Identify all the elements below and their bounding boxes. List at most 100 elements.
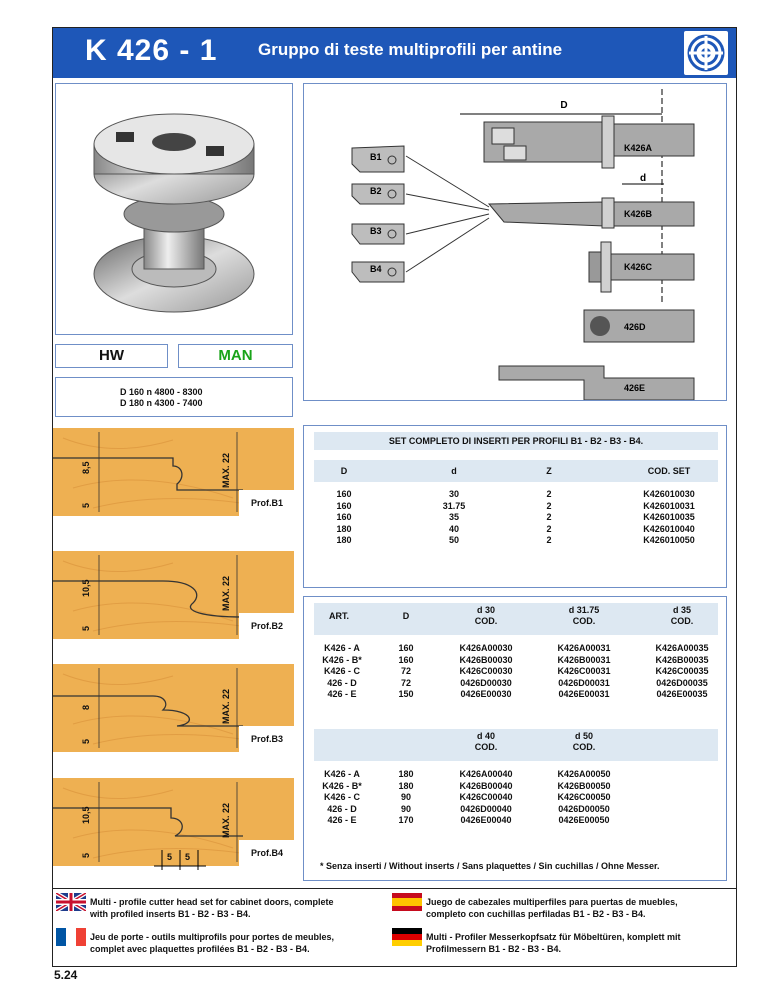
table-cell: 160	[398, 643, 414, 653]
table-cell: 90	[400, 803, 411, 814]
footnote: * Senza inserti / Without inserts / Sans…	[320, 861, 660, 871]
page-header: K 426 - 1 Gruppo di teste multiprofili p…	[53, 28, 736, 78]
table-cell: 426 - E	[327, 815, 357, 825]
table-cell: K426010050	[643, 535, 695, 545]
table-cell: 426 - D	[327, 803, 357, 814]
table-cell: K426A00031	[557, 643, 611, 653]
table-cell: 30	[448, 489, 459, 499]
product-title: Gruppo di teste multiprofili per antine	[258, 40, 563, 59]
speed-info: D 160 n 4800 - 8300 D 180 n 4300 - 7400	[55, 377, 293, 417]
table-cell: 2	[546, 489, 552, 499]
table-cell: K426010030	[643, 489, 695, 499]
table-cell: K426 - A	[324, 769, 360, 779]
svg-text:B4: B4	[370, 264, 382, 274]
uk-flag-icon	[54, 891, 88, 913]
set-table: SET COMPLETO DI INSERTI PER PROFILI B1 -…	[303, 425, 727, 588]
table-cell: 0426D00031	[558, 677, 610, 688]
table-cell: K426010035	[643, 512, 695, 522]
table-cell: 2	[546, 512, 552, 522]
page-frame	[52, 27, 737, 967]
table-cell: 180	[398, 769, 414, 779]
dimension-d-label: D	[560, 100, 567, 111]
table-cell: 50	[448, 535, 459, 545]
table-cell: 0426E00030	[460, 689, 512, 699]
table-cell: K426C00040	[459, 792, 513, 802]
product-code: K 426 - 1	[85, 34, 218, 67]
svg-text:d: d	[640, 173, 646, 184]
profile-dim-large: 10,5	[81, 806, 91, 824]
table-cell: 426 - E	[327, 689, 357, 699]
footer-divider	[53, 888, 736, 889]
hw-tag: HW	[55, 344, 168, 368]
desc-en: Multi - profile cutter head set for cabi…	[90, 897, 334, 919]
table-cell: 160	[336, 500, 352, 511]
table-cell: 0426D00030	[460, 677, 512, 688]
profile-label: Prof.B4	[251, 848, 284, 858]
table-cell: 0426E00031	[558, 689, 610, 699]
profile-max: MAX. 22	[221, 802, 231, 838]
tool-diagram: D K426A d K426B K426C 426D 426E B1	[303, 83, 727, 401]
profile-dim-small: 5	[81, 852, 91, 858]
table-cell: K426B00050	[557, 780, 611, 791]
table-cell: K426B00031	[557, 654, 611, 665]
table-cell: K426C00035	[655, 666, 709, 676]
profile-dim-small: 5	[81, 625, 91, 631]
svg-text:426E: 426E	[624, 383, 645, 393]
set-table-header	[314, 460, 718, 482]
profile-max: MAX. 22	[221, 688, 231, 724]
table-cell: 72	[400, 666, 411, 676]
profile-max: MAX. 22	[221, 575, 231, 611]
table-cell: 160	[336, 512, 352, 522]
table-cell: 160	[398, 654, 414, 665]
bottom-dimension: 5 5	[154, 850, 206, 870]
table-cell: 0426E00050	[558, 815, 610, 825]
table-cell: K426010040	[643, 523, 695, 534]
table-cell: 150	[398, 689, 414, 699]
speed-line-1: D 160 n 4800 - 8300	[120, 387, 203, 397]
table-cell: K426A00050	[557, 769, 611, 779]
insert-b2: B2	[351, 183, 490, 211]
profile-dim-large: 8	[81, 704, 91, 710]
table-cell: 0426E00035	[656, 689, 708, 699]
table-cell: 72	[400, 677, 411, 688]
table-cell: 31.75	[442, 500, 466, 511]
table-cell: K426C00031	[557, 666, 611, 676]
speed-line-2: D 180 n 4300 - 7400	[120, 398, 203, 408]
table-cell: K426 - C	[323, 792, 360, 802]
table-cell: 180	[398, 780, 414, 791]
table-cell: 2	[546, 523, 552, 534]
table-cell: K426C00030	[459, 666, 513, 676]
svg-text:426D: 426D	[624, 322, 646, 332]
table-cell: 0426E00040	[460, 815, 512, 825]
profile-dim-small: 5	[81, 502, 91, 508]
product-photo	[55, 83, 293, 335]
table-cell: K426C00050	[557, 792, 611, 802]
table-cell: 40	[448, 523, 459, 534]
table-cell: K426 - B*	[322, 780, 362, 791]
svg-text:B3: B3	[370, 226, 382, 236]
germany-flag-icon	[392, 928, 422, 946]
insert-b4: B4	[351, 217, 490, 283]
table-cell: K426A00040	[459, 769, 513, 779]
profile-dim-large: 10,5	[81, 579, 91, 597]
profile-max: MAX. 22	[221, 452, 231, 488]
desc-de: Multi - Profiler Messerkopfsatz für Möbe…	[426, 932, 681, 954]
table-cell: K426A00030	[459, 643, 513, 653]
set-table-title: SET COMPLETO DI INSERTI PER PROFILI B1 -…	[314, 432, 718, 450]
table-cell: 160	[336, 489, 352, 499]
profile-dim-small: 5	[81, 738, 91, 744]
table-cell: K426 - C	[323, 666, 360, 676]
table-cell: 426 - D	[327, 677, 357, 688]
desc-es: Juego de cabezales multiperfiles para pu…	[426, 897, 678, 919]
table-cell: K426010031	[643, 500, 695, 511]
